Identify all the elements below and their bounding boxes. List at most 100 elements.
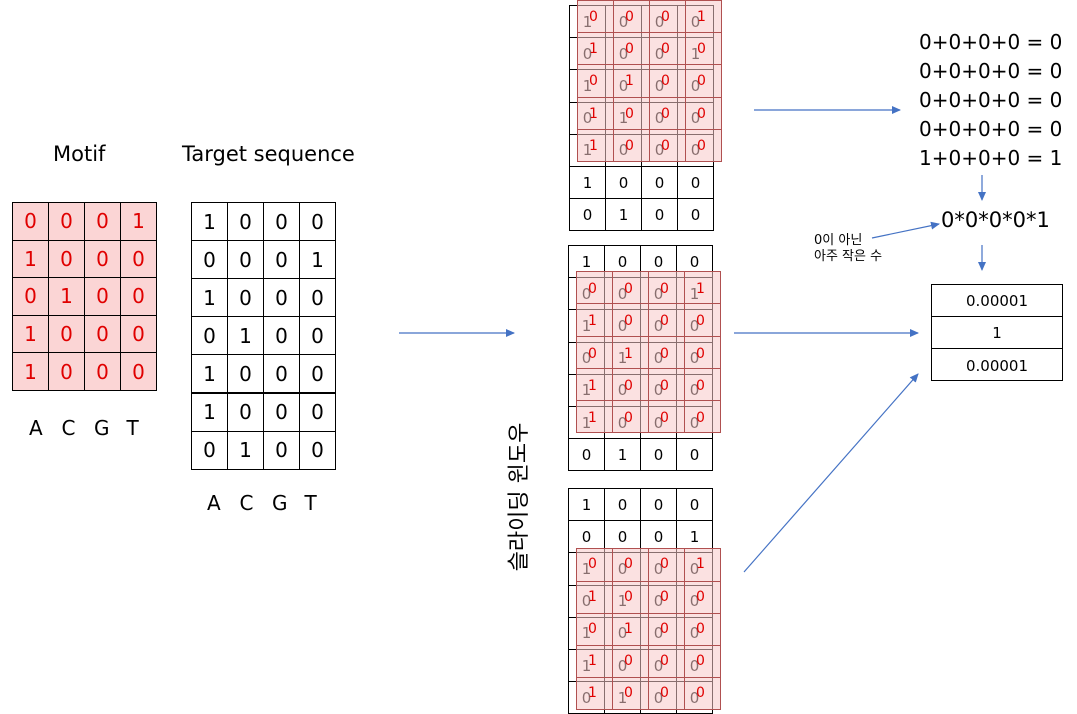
motif-value: 0 bbox=[660, 620, 669, 637]
note-nonzero: 0이 아닌 bbox=[814, 233, 863, 248]
matrix-cell: 0 bbox=[263, 316, 300, 356]
motif-title: Motif bbox=[53, 142, 106, 166]
matrix-cell: 0 bbox=[120, 352, 157, 391]
motif-overlay-cell bbox=[684, 303, 721, 337]
motif-value: 0 bbox=[696, 588, 705, 605]
motif-value: 0 bbox=[588, 556, 597, 573]
motif-overlay-cell bbox=[684, 677, 721, 711]
motif-value: 1 bbox=[589, 105, 598, 122]
motif-overlay-cell bbox=[649, 128, 686, 162]
matrix-cell: 1 bbox=[12, 352, 49, 391]
motif-value: 1 bbox=[588, 410, 597, 426]
motif-overlay-cell bbox=[684, 400, 721, 434]
matrix-cell: 1 bbox=[48, 277, 85, 316]
matrix-cell: 0 bbox=[48, 202, 85, 241]
motif-value: 0 bbox=[696, 377, 705, 394]
motif-value: 1 bbox=[588, 685, 597, 702]
matrix-cell: 0 bbox=[120, 277, 157, 316]
matrix-cell: 0 bbox=[191, 316, 228, 356]
motif-value: 0 bbox=[696, 685, 705, 702]
motif-value: 1 bbox=[588, 653, 597, 669]
window-cell: 0 bbox=[676, 488, 713, 522]
motif-value: 1 bbox=[588, 588, 597, 605]
matrix-cell: 0 bbox=[299, 392, 336, 432]
matrix-cell: 0 bbox=[263, 354, 300, 394]
motif-value: 0 bbox=[696, 313, 705, 330]
motif-overlay-cell bbox=[649, 96, 686, 130]
motif-value: 0 bbox=[625, 41, 634, 58]
base-letter: T bbox=[304, 491, 317, 515]
window-cell: 0 bbox=[605, 166, 642, 200]
sliding-window-label: 슬라이딩 윈도우 bbox=[507, 422, 532, 572]
arrow-bot-to-results bbox=[743, 373, 919, 573]
motif-overlay-cell bbox=[684, 612, 721, 646]
motif-value: 1 bbox=[588, 377, 597, 394]
matrix-cell: 0 bbox=[227, 392, 264, 432]
motif-value: 0 bbox=[624, 556, 633, 573]
matrix-cell: 0 bbox=[263, 278, 300, 318]
motif-overlay-cell bbox=[648, 400, 685, 434]
motif-overlay-cell bbox=[685, 96, 722, 130]
motif-overlay-cell bbox=[649, 64, 686, 98]
base-letter: G bbox=[94, 416, 110, 440]
motif-overlay-cell bbox=[685, 0, 722, 34]
matrix-cell: 0 bbox=[12, 277, 49, 316]
matrix-cell: 1 bbox=[191, 354, 228, 394]
motif-value: 0 bbox=[625, 9, 634, 25]
motif-value: 0 bbox=[588, 281, 597, 298]
note-small-number: 아주 작은 수 bbox=[814, 249, 883, 264]
motif-value: 0 bbox=[660, 410, 669, 426]
window-cell: 0 bbox=[604, 488, 641, 522]
matrix-cell: 0 bbox=[48, 352, 85, 391]
matrix-cell: 0 bbox=[263, 240, 300, 280]
motif-value: 1 bbox=[696, 556, 705, 573]
motif-overlay-cell bbox=[576, 303, 613, 337]
motif-overlay-cell bbox=[685, 32, 722, 66]
base-letter: A bbox=[207, 491, 221, 515]
matrix-cell: 0 bbox=[263, 392, 300, 432]
motif-overlay-cell bbox=[684, 335, 721, 369]
matrix-cell: 0 bbox=[84, 202, 121, 241]
motif-value: 0 bbox=[624, 410, 633, 426]
motif-overlay-cell bbox=[576, 400, 613, 434]
matrix-cell: 1 bbox=[12, 314, 49, 354]
motif-value: 0 bbox=[697, 105, 706, 122]
sum-line: 0+0+0+0 = 0 bbox=[919, 117, 1063, 141]
motif-value: 0 bbox=[660, 377, 669, 394]
motif-value: 0 bbox=[696, 410, 705, 426]
target-title: Target sequence bbox=[182, 142, 355, 166]
motif-overlay-cell bbox=[613, 64, 650, 98]
base-letter: C bbox=[239, 491, 254, 515]
motif-value: 1 bbox=[625, 73, 634, 90]
matrix-cell: 1 bbox=[191, 392, 228, 432]
window-cell: 0 bbox=[676, 438, 713, 472]
motif-value: 0 bbox=[660, 685, 669, 702]
window-cell: 1 bbox=[605, 198, 642, 232]
matrix-cell: 0 bbox=[84, 277, 121, 316]
matrix-cell: 0 bbox=[84, 352, 121, 391]
product-expression: 0*0*0*0*1 bbox=[941, 208, 1050, 232]
matrix-cell: 0 bbox=[120, 314, 157, 354]
matrix-cell: 0 bbox=[191, 240, 228, 280]
motif-value: 0 bbox=[624, 653, 633, 669]
matrix-cell: 0 bbox=[120, 239, 157, 279]
motif-value: 0 bbox=[624, 313, 633, 330]
motif-overlay-cell bbox=[684, 645, 721, 679]
matrix-cell: 1 bbox=[227, 316, 264, 356]
matrix-cell: 0 bbox=[227, 202, 264, 242]
motif-overlay-cell bbox=[648, 367, 685, 401]
motif-overlay-cell bbox=[612, 580, 649, 614]
motif-value: 0 bbox=[697, 137, 706, 154]
window-cell: 0 bbox=[677, 198, 714, 232]
motif-value: 0 bbox=[661, 137, 670, 154]
matrix-cell: 1 bbox=[299, 240, 336, 280]
matrix-cell: 0 bbox=[191, 430, 228, 470]
motif-value: 0 bbox=[588, 345, 597, 362]
motif-value: 0 bbox=[661, 73, 670, 90]
matrix-cell: 1 bbox=[12, 239, 49, 279]
result-row: 0.00001 bbox=[932, 285, 1062, 317]
result-row: 0.00001 bbox=[965, 356, 1029, 375]
motif-value: 1 bbox=[589, 137, 598, 154]
